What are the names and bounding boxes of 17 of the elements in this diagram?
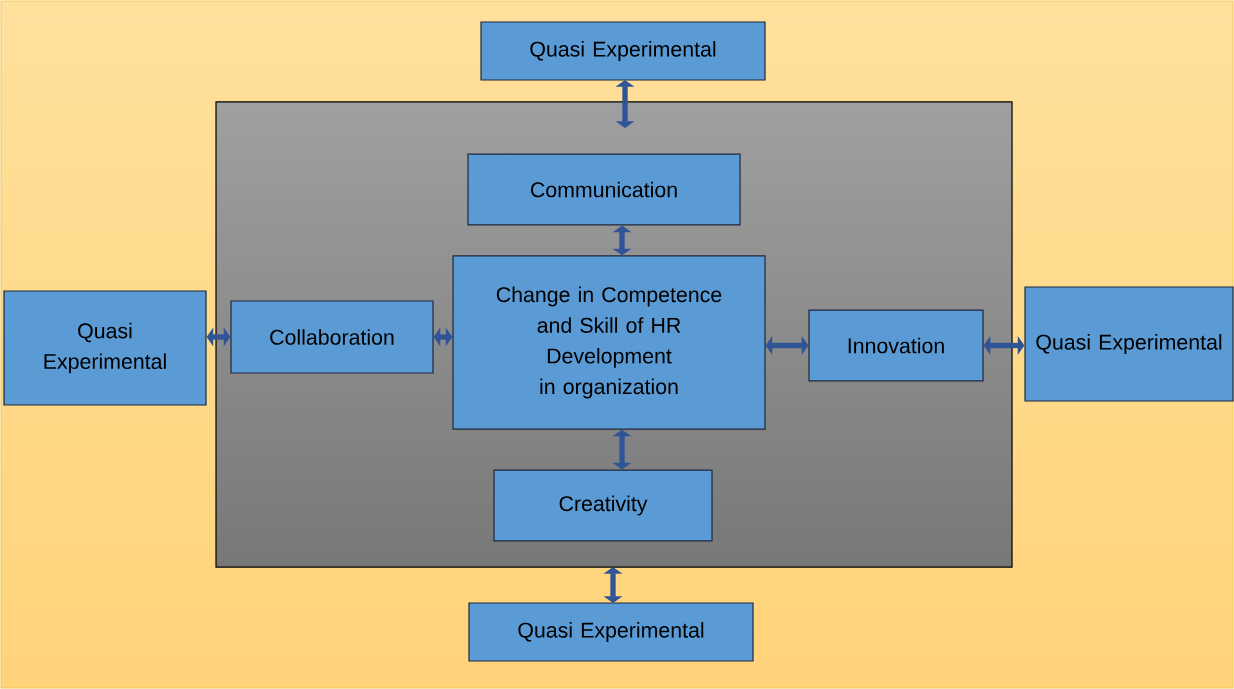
process-box: Quasi Experimental <box>3 290 207 406</box>
double-arrow <box>206 327 231 347</box>
process-box: Quasi Experimental <box>468 602 754 662</box>
double-arrow <box>983 336 1025 355</box>
process-box: Quasi Experimental <box>1024 286 1234 402</box>
double-arrow <box>603 567 623 603</box>
double-arrow <box>433 327 453 347</box>
double-arrow <box>612 429 632 470</box>
process-box: Quasi Experimental <box>480 21 766 81</box>
process-box: Change in Competence and Skill of HR Development in organization <box>452 255 766 430</box>
process-box: Innovation <box>808 309 984 382</box>
double-arrow <box>615 80 635 128</box>
process-box: Communication <box>467 153 741 226</box>
process-box: Collaboration <box>230 300 434 374</box>
double-arrow <box>765 336 809 355</box>
double-arrow <box>612 225 632 256</box>
process-box: Creativity <box>493 469 713 542</box>
